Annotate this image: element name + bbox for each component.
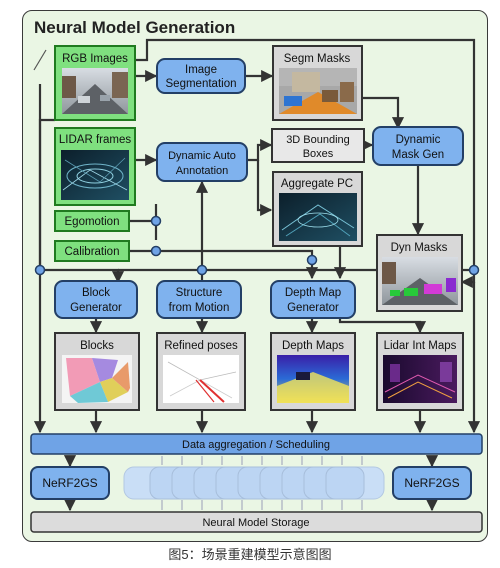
block-generator-line1: Block	[82, 287, 110, 299]
rgb-images-thumbnail	[62, 68, 128, 114]
depth-map-generator-line2: Generator	[287, 302, 339, 314]
aggregate-pc-label: Aggregate PC	[281, 178, 353, 190]
nerf2gs-right: NeRF2GS	[392, 466, 472, 500]
output-aggregate-pc: Aggregate PC	[272, 171, 363, 247]
refined-poses-label: Refined poses	[164, 340, 238, 352]
lidar-int-maps-label: Lidar Int Maps	[384, 340, 457, 352]
figure-caption: 图5：场景重建模型示意图图	[168, 547, 332, 562]
input-lidar-frames: LIDAR frames	[54, 127, 136, 206]
image-segmentation-line2: Segmentation	[166, 78, 237, 90]
blocks-thumbnail	[62, 355, 132, 403]
ghost-arrows	[161, 456, 363, 510]
segm-masks-label: Segm Masks	[284, 53, 351, 65]
depth-maps-label: Depth Maps	[282, 340, 344, 352]
output-refined-poses: Refined poses	[156, 332, 246, 411]
output-lidar-int-maps: Lidar Int Maps	[376, 332, 464, 411]
title-slash	[33, 49, 47, 71]
nerf2gs-ghost-stack	[123, 466, 385, 500]
output-dyn-masks: Dyn Masks	[376, 234, 463, 312]
bounding-boxes-line1: 3D Bounding	[286, 134, 350, 146]
output-3d-bounding-boxes: 3D Bounding Boxes	[271, 128, 365, 163]
process-dynamic-mask-gen: Dynamic Mask Gen	[372, 126, 464, 166]
process-structure-from-motion: Structure from Motion	[156, 280, 242, 319]
structure-from-motion-line1: Structure	[176, 287, 223, 299]
input-calibration: Calibration	[54, 240, 130, 262]
dyn-masks-label: Dyn Masks	[391, 242, 448, 254]
output-segm-masks: Segm Masks	[272, 45, 363, 121]
nerf2gs-left: NeRF2GS	[30, 466, 110, 500]
bounding-boxes-line2: Boxes	[303, 148, 334, 160]
output-blocks: Blocks	[54, 332, 140, 411]
process-block-generator: Block Generator	[54, 280, 138, 319]
output-depth-maps: Depth Maps	[270, 332, 356, 411]
neural-model-storage-label: Neural Model Storage	[202, 517, 309, 529]
structure-from-motion-line2: from Motion	[169, 302, 230, 314]
input-rgb-images: RGB Images	[54, 45, 136, 121]
block-generator-line2: Generator	[70, 302, 122, 314]
lidar-frames-thumbnail	[61, 150, 129, 200]
image-segmentation-line1: Image	[185, 64, 217, 76]
process-dynamic-auto-annotation: Dynamic Auto Annotation	[156, 142, 248, 182]
junction-dots	[34, 215, 480, 276]
neural-model-storage: Neural Model Storage	[30, 511, 483, 533]
data-aggregation-bar: Data aggregation / Scheduling	[30, 433, 483, 455]
rgb-images-label: RGB Images	[62, 53, 128, 65]
data-aggregation-label: Data aggregation / Scheduling	[182, 439, 330, 451]
input-egomotion: Egomotion	[54, 210, 130, 232]
depth-map-generator-line1: Depth Map	[285, 287, 341, 299]
process-image-segmentation: Image Segmentation	[156, 58, 246, 94]
egomotion-label: Egomotion	[65, 216, 120, 228]
dynamic-mask-gen-line1: Dynamic	[396, 134, 441, 146]
aggregate-pc-thumbnail	[279, 193, 357, 241]
calibration-label: Calibration	[65, 246, 120, 258]
dynamic-auto-annotation-line2: Annotation	[176, 165, 229, 177]
diagram-title: Neural Model Generation	[34, 18, 235, 37]
blocks-label: Blocks	[80, 340, 114, 352]
dyn-masks-thumbnail	[382, 257, 458, 305]
lidar-int-maps-thumbnail	[383, 355, 457, 403]
lidar-frames-label: LIDAR frames	[59, 134, 131, 146]
segm-masks-thumbnail	[279, 68, 357, 114]
dynamic-mask-gen-line2: Mask Gen	[392, 149, 444, 161]
nerf2gs-left-label: NeRF2GS	[42, 476, 97, 490]
depth-maps-thumbnail	[277, 355, 349, 403]
nerf2gs-right-label: NeRF2GS	[404, 476, 459, 490]
process-depth-map-generator: Depth Map Generator	[270, 280, 356, 319]
dynamic-auto-annotation-line1: Dynamic Auto	[168, 150, 236, 162]
refined-poses-thumbnail	[163, 355, 239, 403]
